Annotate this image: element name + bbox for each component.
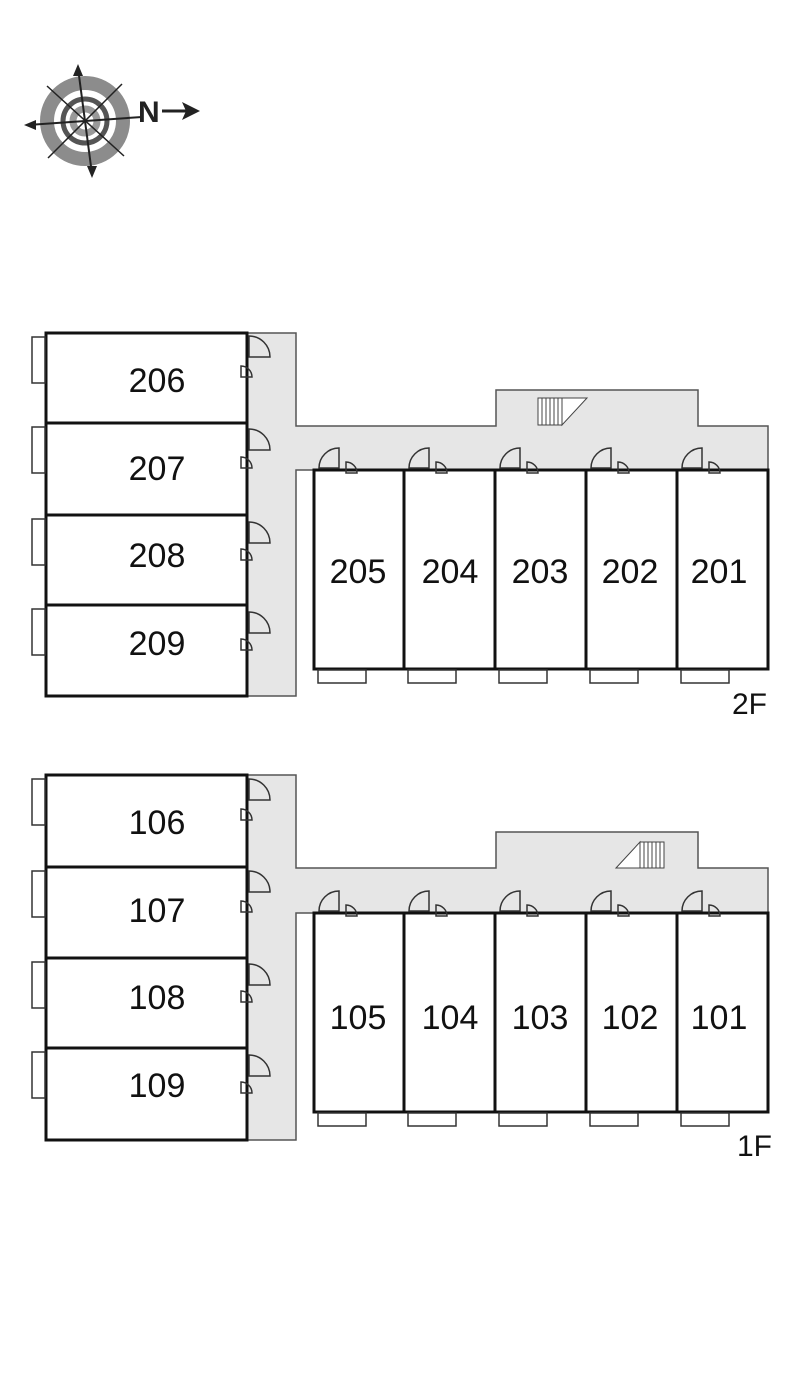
room-203: 203	[493, 468, 588, 671]
room-number: 201	[691, 553, 748, 591]
corridor-outline	[247, 332, 769, 697]
corridor	[247, 333, 768, 696]
balconies-right	[317, 1112, 730, 1127]
room-106: 106	[44, 773, 249, 869]
room-number: 101	[691, 999, 748, 1037]
room-208: 208	[44, 513, 249, 607]
room-109: 109	[44, 1046, 249, 1142]
compass-icon	[24, 64, 143, 178]
room-104: 104	[402, 911, 497, 1114]
room-number: 205	[330, 553, 387, 591]
room-103: 103	[493, 911, 588, 1114]
room-204: 204	[402, 468, 497, 671]
room-number: 208	[129, 537, 186, 575]
room-209: 209	[44, 603, 249, 698]
room-number: 108	[129, 979, 186, 1017]
room-number: 106	[129, 804, 186, 842]
room-108: 108	[44, 956, 249, 1050]
door-icons-left	[240, 335, 271, 651]
staircase-icon	[537, 397, 589, 427]
room-number: 207	[129, 450, 186, 488]
room-number: 103	[512, 999, 569, 1037]
room-number: 204	[422, 553, 479, 591]
room-number: 107	[129, 892, 186, 930]
floor-1f: 106 107 108 109 105	[31, 773, 772, 1163]
room-107: 107	[44, 865, 249, 960]
room-202: 202	[584, 468, 679, 671]
room-number: 104	[422, 999, 479, 1037]
balconies-left	[31, 778, 46, 1099]
room-number: 209	[129, 625, 186, 663]
room-number: 202	[602, 553, 659, 591]
room-101: 101	[675, 911, 770, 1114]
room-number: 109	[129, 1067, 186, 1105]
room-207: 207	[44, 421, 249, 517]
room-number: 206	[129, 362, 186, 400]
room-number: 102	[602, 999, 659, 1037]
floor-label: 2F	[732, 688, 767, 721]
door-icons-right	[318, 890, 721, 917]
room-105: 105	[312, 911, 406, 1114]
floor-label: 1F	[737, 1130, 772, 1163]
room-number: 105	[330, 999, 387, 1037]
room-206: 206	[44, 331, 249, 425]
north-arrow-icon	[162, 102, 200, 120]
balconies-right	[317, 669, 730, 684]
corridor-outline	[247, 774, 769, 1141]
balconies-left	[31, 336, 46, 656]
room-205: 205	[312, 468, 406, 671]
room-102: 102	[584, 911, 679, 1114]
floor-2f: 206 207 208 209 205	[31, 331, 770, 721]
door-icons-right	[318, 447, 721, 474]
staircase-icon	[614, 840, 665, 869]
room-201: 201	[675, 468, 770, 671]
room-number: 203	[512, 553, 569, 591]
north-label: N	[138, 96, 160, 129]
door-icons-left	[240, 778, 271, 1094]
